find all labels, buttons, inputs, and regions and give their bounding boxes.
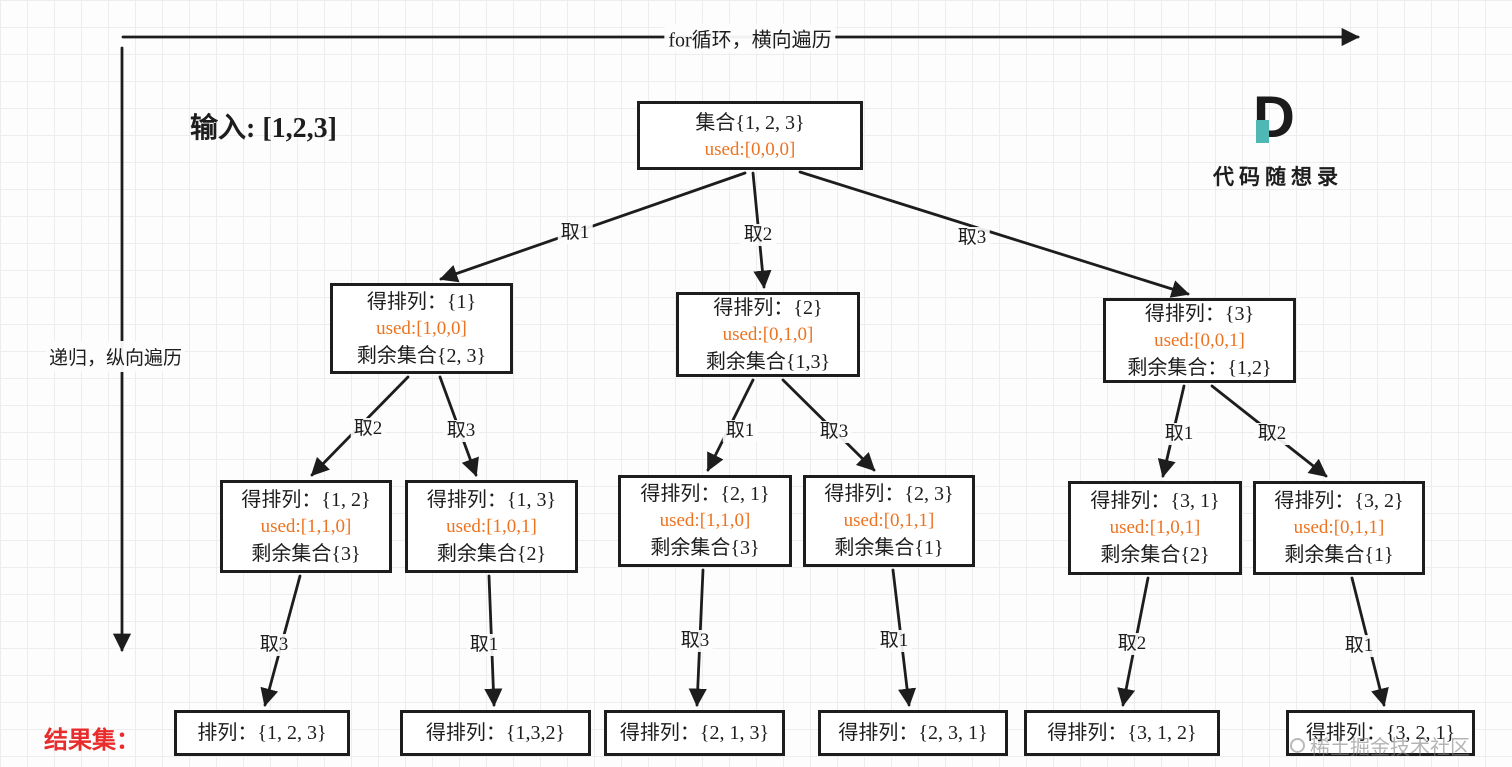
tree-node-perm-31: 得排列：{3, 1} used:[1,0,1] 剩余集合{2}: [1068, 481, 1242, 575]
input-label: 输入: [1,2,3]: [190, 113, 337, 144]
leaf-node-123: 排列：{1, 2, 3}: [174, 710, 350, 756]
tree-node-root: 集合{1, 2, 3} used:[0,0,0]: [637, 101, 863, 170]
edge-label: 取1: [876, 630, 912, 652]
juejin-watermark-text: 稀土掘金技术社区: [1310, 737, 1470, 759]
leaf-node-321: 得排列：{3, 2, 1}: [1286, 710, 1475, 756]
edge-label-take3: 取3: [954, 227, 990, 249]
leaf-node-213: 得排列：{2, 1, 3}: [604, 710, 785, 756]
edge-label: 取3: [443, 420, 479, 442]
tree-node-perm-1: 得排列：{1} used:[1,0,0] 剩余集合{2, 3}: [330, 283, 513, 374]
edge-label-take2: 取2: [740, 224, 776, 246]
edge-label: 取3: [816, 421, 852, 443]
tree-node-perm-3: 得排列：{3} used:[0,0,1] 剩余集合：{1,2}: [1103, 298, 1296, 383]
tree-node-perm-32: 得排列：{3, 2} used:[0,1,1] 剩余集合{1}: [1253, 481, 1425, 575]
edge-label: 取2: [350, 418, 386, 440]
tree-node-perm-2: 得排列：{2} used:[0,1,0] 剩余集合{1,3}: [676, 292, 860, 377]
edge-label: 取1: [1161, 423, 1197, 445]
recursion-arrow-label: 递归，纵向遍历: [46, 341, 186, 372]
tree-node-perm-21: 得排列：{2, 1} used:[1,1,0] 剩余集合{3}: [618, 475, 792, 567]
edge-label: 取2: [1114, 633, 1150, 655]
leaf-node-312: 得排列：{3, 1, 2}: [1024, 710, 1220, 756]
tree-node-perm-23: 得排列：{2, 3} used:[0,1,1] 剩余集合{1}: [803, 475, 975, 567]
edge-label: 取1: [722, 420, 758, 442]
node-used-text: used:[0,0,0]: [704, 138, 796, 160]
edge-label: 取3: [677, 630, 713, 652]
edge-label: 取3: [256, 634, 292, 656]
tree-node-perm-12: 得排列：{1, 2} used:[1,1,0] 剩余集合{3}: [220, 480, 392, 573]
tree-node-perm-13: 得排列：{1, 3} used:[1,0,1] 剩余集合{2}: [405, 480, 578, 573]
node-set-text: 集合{1, 2, 3}: [695, 111, 805, 134]
leaf-node-231: 得排列：{2, 3, 1}: [818, 710, 1008, 756]
logo-text: 代码随想录: [1213, 165, 1343, 189]
edge-label-take1: 取1: [557, 222, 593, 244]
edge-label: 取1: [1341, 635, 1377, 657]
logo-d-icon: D: [1253, 85, 1295, 150]
result-set-label: 结果集：: [44, 728, 140, 754]
for-loop-arrow-label: for循环，横向遍历: [664, 23, 836, 53]
daimasuixianglu-logo: D 代码随想录: [1203, 85, 1353, 191]
leaf-node-132: 得排列：{1,3,2}: [400, 710, 591, 756]
edge-label: 取2: [1254, 423, 1290, 445]
juejin-watermark: 稀土掘金技术社区: [1290, 731, 1470, 760]
juejin-watermark-icon: [1290, 738, 1305, 753]
edge-label: 取1: [466, 634, 502, 656]
